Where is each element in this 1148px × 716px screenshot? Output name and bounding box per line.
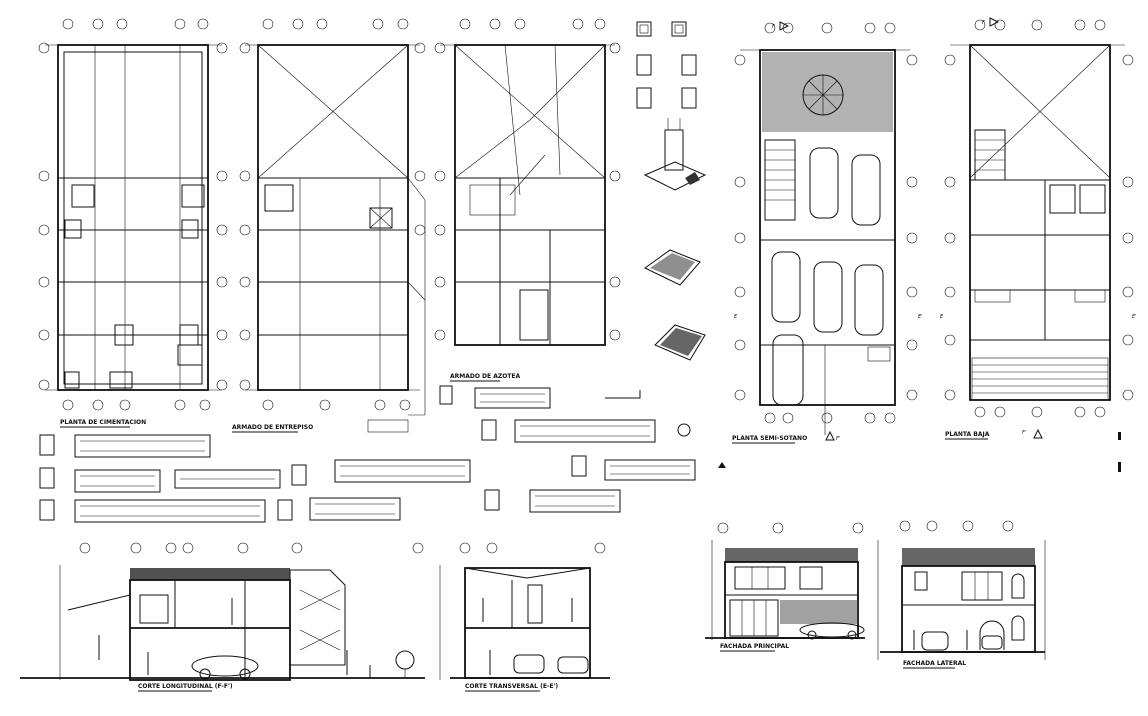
label-planta-cimentacion: PLANTA DE CIMENTACION <box>60 419 146 426</box>
section-longitudinal <box>20 565 425 681</box>
svg-text:E': E' <box>1132 314 1137 320</box>
svg-text:E: E <box>940 314 944 320</box>
elevation-principal-axes <box>717 522 864 534</box>
svg-text:F': F' <box>836 436 840 442</box>
elevation-principal <box>705 540 865 640</box>
edge-marks <box>718 432 1121 472</box>
plan-cimentacion-axes <box>38 18 228 411</box>
cut-marks-semisotano: F F' E E' <box>734 21 923 442</box>
section-transversal-axes <box>459 542 606 554</box>
plan-azotea <box>440 44 615 346</box>
svg-text:F: F <box>772 24 775 30</box>
elevation-lateral <box>877 540 1046 660</box>
label-planta-semisotano: PLANTA SEMI-SOTANO <box>732 435 807 442</box>
plan-semisotano <box>740 49 910 435</box>
plan-baja-axes <box>944 19 1134 418</box>
svg-text:E': E' <box>918 314 923 320</box>
svg-text:F': F' <box>1022 430 1026 436</box>
column-details <box>636 21 707 361</box>
reinforcement-details <box>39 385 696 523</box>
section-transversal <box>439 565 610 680</box>
plan-cimentacion <box>45 44 222 391</box>
cut-marks-baja: F F' E E' <box>940 17 1137 439</box>
label-fachada-principal: FACHADA PRINCIPAL <box>720 643 789 650</box>
plan-entrepiso-axes <box>239 18 426 411</box>
label-armado-azotea: ARMADO DE AZOTEA <box>450 373 521 380</box>
plan-baja <box>950 44 1125 401</box>
plan-semisotano-axes <box>734 22 918 424</box>
plan-entrepiso <box>245 44 426 416</box>
label-planta-baja: PLANTA BAJA <box>945 431 990 438</box>
label-corte-longitudinal: CORTE LONGITUDINAL (F-F') <box>138 683 233 690</box>
label-fachada-lateral: FACHADA LATERAL <box>903 660 966 667</box>
label-corte-transversal: CORTE TRANSVERSAL (E-E') <box>465 683 558 690</box>
svg-text:E: E <box>734 314 738 320</box>
elevation-lateral-axes <box>899 520 1014 532</box>
label-armado-entrepiso: ARMADO DE ENTREPISO <box>232 424 313 431</box>
section-longitudinal-axes <box>79 542 424 554</box>
plan-azotea-axes <box>434 18 621 341</box>
svg-text:F: F <box>982 20 985 26</box>
